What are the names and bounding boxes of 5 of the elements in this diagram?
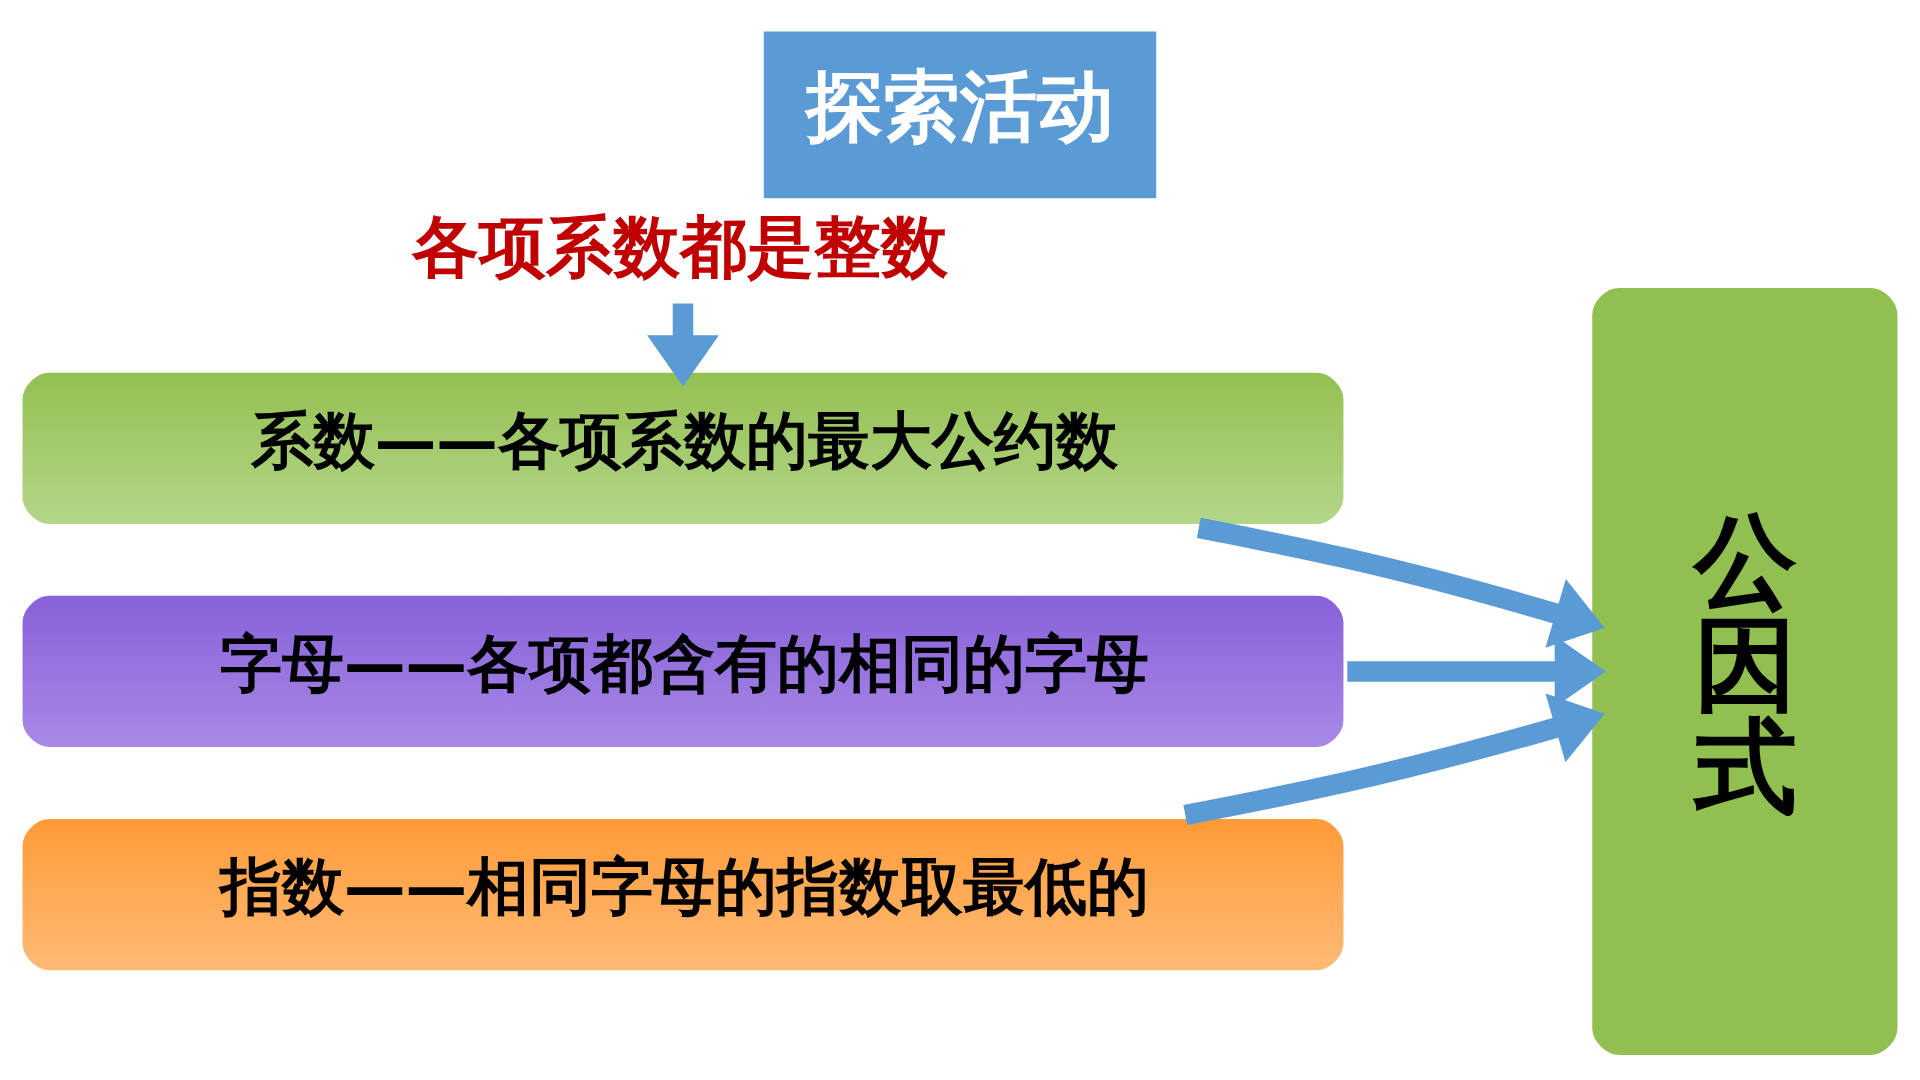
arrow [1196,517,1605,648]
diagram-title: 探索活动 [806,61,1115,151]
node-text: 各项系数都是整数 [412,207,949,286]
arrow [1183,693,1605,826]
arrow [647,303,719,387]
